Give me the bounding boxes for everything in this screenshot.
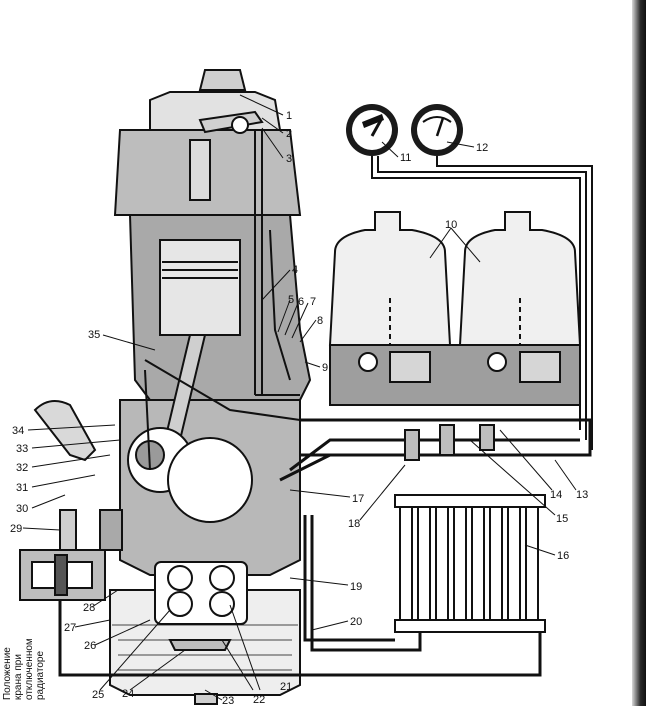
leader-lines <box>22 94 577 701</box>
callout-5: 5 <box>288 294 294 306</box>
oil-filters <box>328 211 582 406</box>
callout-labels: 1 2 3 4 5 6 7 8 9 10 11 12 13 14 15 16 1… <box>10 110 588 706</box>
callout-13: 13 <box>576 489 588 501</box>
callout-9: 9 <box>322 362 328 374</box>
callout-26: 26 <box>84 640 96 652</box>
internal-oil-passages <box>144 229 301 471</box>
side-caption-line-4: радиаторе <box>35 651 46 700</box>
callout-2: 2 <box>286 128 292 140</box>
callout-11: 11 <box>400 152 411 164</box>
callout-24: 24 <box>122 688 134 700</box>
callout-35: 35 <box>88 329 100 341</box>
callout-27: 27 <box>64 622 76 634</box>
callout-10: 10 <box>445 219 457 231</box>
oil-pressure-gauge <box>346 104 398 156</box>
side-caption-line-2: крана при <box>13 654 24 700</box>
callout-4: 4 <box>292 264 298 276</box>
side-caption-line-1: Положение <box>2 647 13 700</box>
side-caption: Положение крана при отключенном радиатор… <box>2 638 46 700</box>
valve-train <box>189 110 264 395</box>
callout-25: 25 <box>92 689 104 701</box>
radiator-lines <box>58 515 542 677</box>
callout-17: 17 <box>352 493 364 505</box>
oil-gallery <box>279 418 592 482</box>
oil-pump <box>154 561 248 651</box>
callout-18: 18 <box>348 518 360 530</box>
callout-14: 14 <box>550 489 562 501</box>
callout-6: 6 <box>298 296 304 308</box>
piston <box>159 239 241 336</box>
breather-neck <box>33 400 97 462</box>
drain-plug <box>194 693 218 705</box>
callout-22: 22 <box>253 694 265 706</box>
callout-23: 23 <box>222 695 234 706</box>
callout-30: 30 <box>16 503 28 515</box>
callout-32: 32 <box>16 462 28 474</box>
oil-cooler-radiator <box>394 494 546 633</box>
callout-31: 31 <box>16 482 28 494</box>
callout-1: 1 <box>286 110 292 122</box>
bypass-valve <box>19 509 123 601</box>
callout-16: 16 <box>557 550 569 562</box>
side-caption-line-3: отключенном <box>24 638 35 700</box>
crankshaft-assembly <box>127 334 253 523</box>
callout-33: 33 <box>16 443 28 455</box>
callout-29: 29 <box>10 523 22 535</box>
callout-15: 15 <box>556 513 568 525</box>
page-binding-edge <box>632 0 646 706</box>
callout-20: 20 <box>350 616 362 628</box>
callout-3: 3 <box>286 153 292 165</box>
gauge-lines <box>371 156 593 450</box>
callout-21: 21 <box>280 681 292 693</box>
callout-34: 34 <box>12 425 24 437</box>
oil-temperature-gauge <box>411 104 463 156</box>
callout-19: 19 <box>350 581 362 593</box>
callout-7: 7 <box>310 296 316 308</box>
callout-28: 28 <box>83 602 95 614</box>
callout-8: 8 <box>317 315 323 327</box>
callout-12: 12 <box>476 142 488 154</box>
